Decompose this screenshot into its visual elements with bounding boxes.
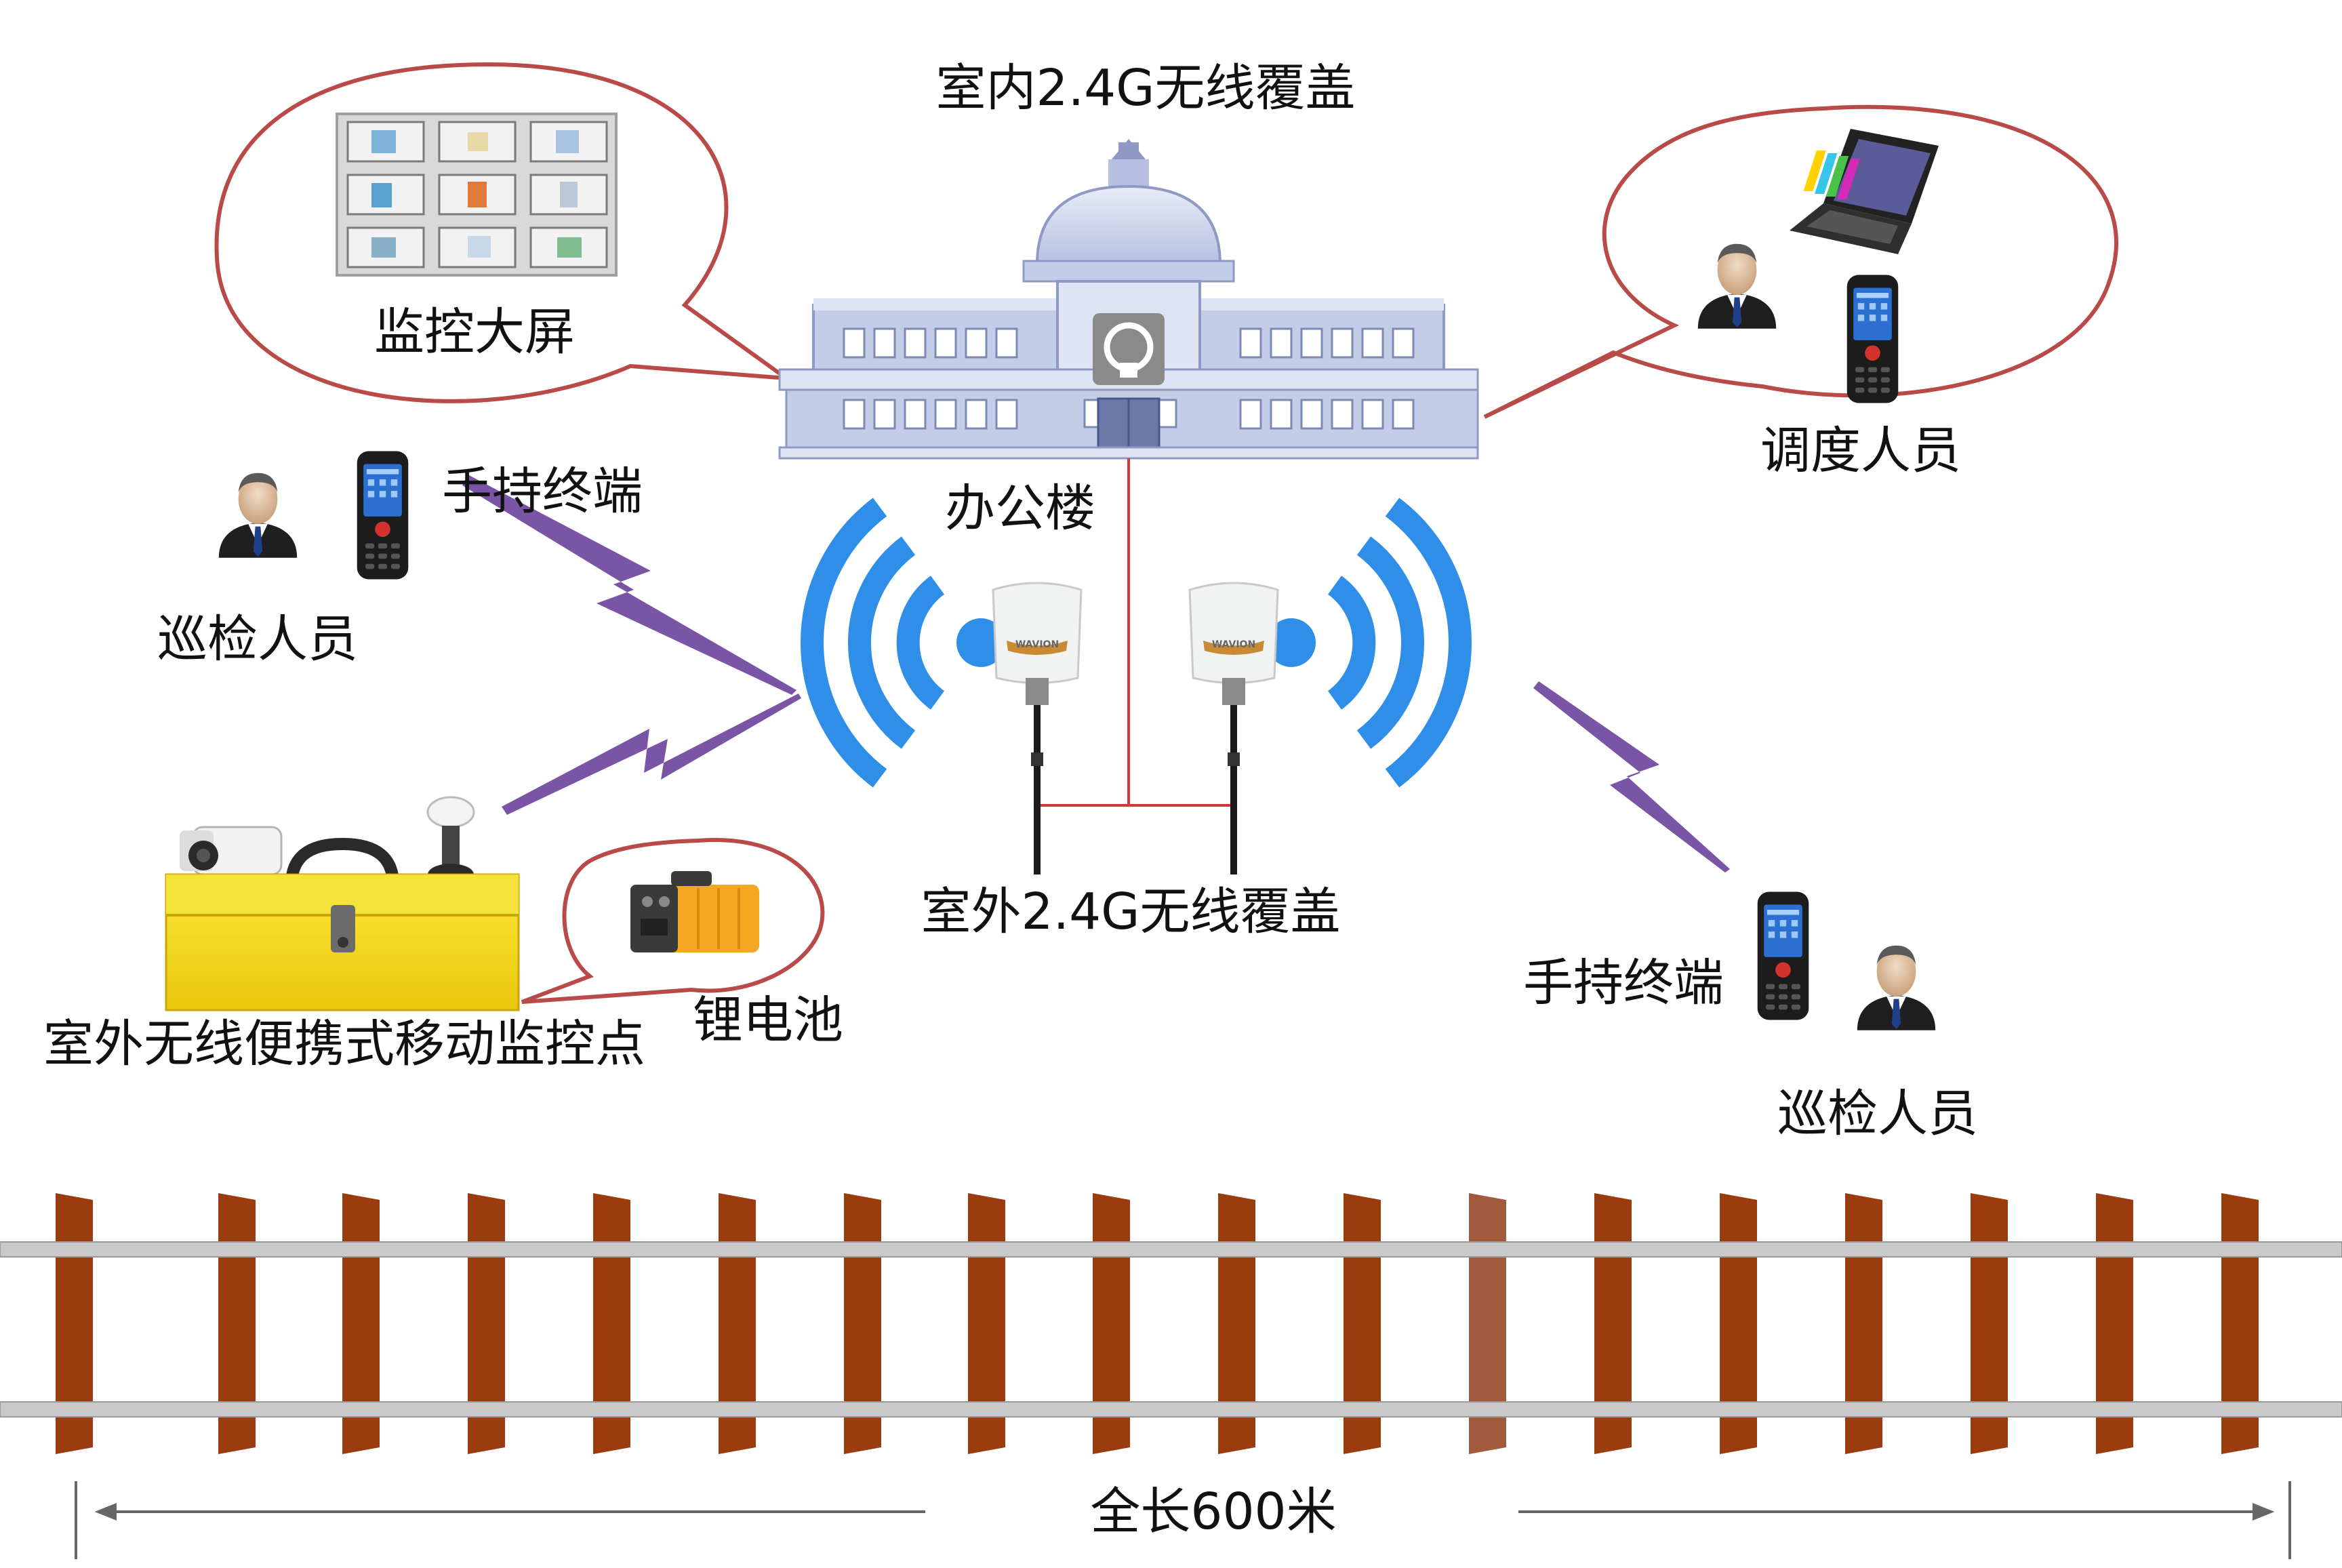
wifi-signal-right — [1267, 498, 1472, 788]
laptop-icon — [1790, 129, 1939, 254]
indoor-coverage-label: 室内2.4G无线覆盖 — [935, 59, 1355, 117]
inspector-left-group: 手持终端 巡检人员 — [157, 451, 643, 668]
track-sleeper — [2221, 1193, 2259, 1454]
rail-top — [0, 1241, 2342, 1258]
gps-antenna-icon — [426, 796, 475, 885]
camera-icon — [180, 826, 283, 888]
rail-bottom — [0, 1401, 2342, 1418]
handheld-left-label: 手持终端 — [442, 462, 643, 521]
handheld-terminal-icon — [1846, 275, 1899, 403]
monitor-screen-label: 监控大屏 — [374, 303, 575, 361]
office-building-label: 办公楼 — [945, 479, 1095, 538]
track-length-label: 全长600米 — [1090, 1483, 1336, 1541]
lightning-links — [462, 475, 1730, 872]
track-sleeper — [593, 1193, 630, 1454]
lightning-bottom-left — [502, 693, 801, 815]
handheld-terminal-icon — [357, 451, 409, 580]
track-sleeper — [56, 1193, 93, 1454]
track-sleeper — [1093, 1193, 1130, 1454]
track-sleeper — [1469, 1193, 1506, 1454]
callout-bubble — [1483, 104, 2118, 419]
person-icon — [218, 473, 298, 558]
battery-callout: 锂电池 — [521, 838, 843, 1049]
inspector-right-group: 手持终端 巡检人员 — [1523, 891, 1978, 1143]
inspector-right-label: 巡检人员 — [1777, 1085, 1978, 1143]
inspector-left-label: 巡检人员 — [157, 610, 358, 668]
person-icon — [1857, 945, 1936, 1030]
length-dimension — [75, 1481, 2291, 1559]
link-lines — [1034, 458, 1234, 807]
antenna-brand-right: WAVION — [1212, 639, 1255, 650]
track-sleeper — [844, 1193, 881, 1454]
track-sleeper — [468, 1193, 505, 1454]
antenna-right: WAVION — [1188, 582, 1279, 875]
antenna-left: WAVION — [992, 582, 1083, 875]
mobile-monitor-point: 室外无线便携式移动监控点 — [43, 796, 645, 1073]
battery-icon — [630, 871, 759, 952]
track-sleeper — [1344, 1193, 1381, 1454]
antenna-icon — [992, 582, 1083, 875]
sleepers — [56, 1193, 2259, 1454]
antenna-brand-left: WAVION — [1015, 639, 1059, 650]
building-icon: 办公楼 — [778, 139, 1479, 538]
track-sleeper — [719, 1193, 756, 1454]
track-sleeper — [1845, 1193, 1882, 1454]
monitor-callout: 监控大屏 — [214, 62, 794, 403]
lightning-right — [1533, 681, 1730, 872]
handheld-terminal-icon — [1757, 891, 1809, 1020]
track-sleeper — [1594, 1193, 1632, 1454]
toolbox-icon — [165, 873, 520, 1011]
wifi-signal-left — [801, 498, 1005, 788]
track-sleeper — [342, 1193, 380, 1454]
dispatcher-callout: 调度人员 — [1483, 104, 2118, 480]
railway-track-icon — [0, 1193, 2342, 1454]
handheld-right-label: 手持终端 — [1523, 954, 1724, 1012]
antenna-icon — [1188, 582, 1279, 875]
outdoor-coverage-label: 室外2.4G无线覆盖 — [921, 883, 1340, 941]
lightning-top-left — [462, 475, 796, 695]
monitor-wall-icon — [336, 113, 618, 277]
dispatcher-label: 调度人员 — [1760, 422, 1961, 480]
track-sleeper — [1971, 1193, 2008, 1454]
lithium-battery-label: 锂电池 — [693, 991, 843, 1049]
track-sleeper — [218, 1193, 256, 1454]
mobile-monitor-point-label: 室外无线便携式移动监控点 — [43, 1015, 645, 1073]
track-sleeper — [968, 1193, 1005, 1454]
track-sleeper — [2096, 1193, 2133, 1454]
track-sleeper — [1218, 1193, 1255, 1454]
track-sleeper — [1720, 1193, 1757, 1454]
